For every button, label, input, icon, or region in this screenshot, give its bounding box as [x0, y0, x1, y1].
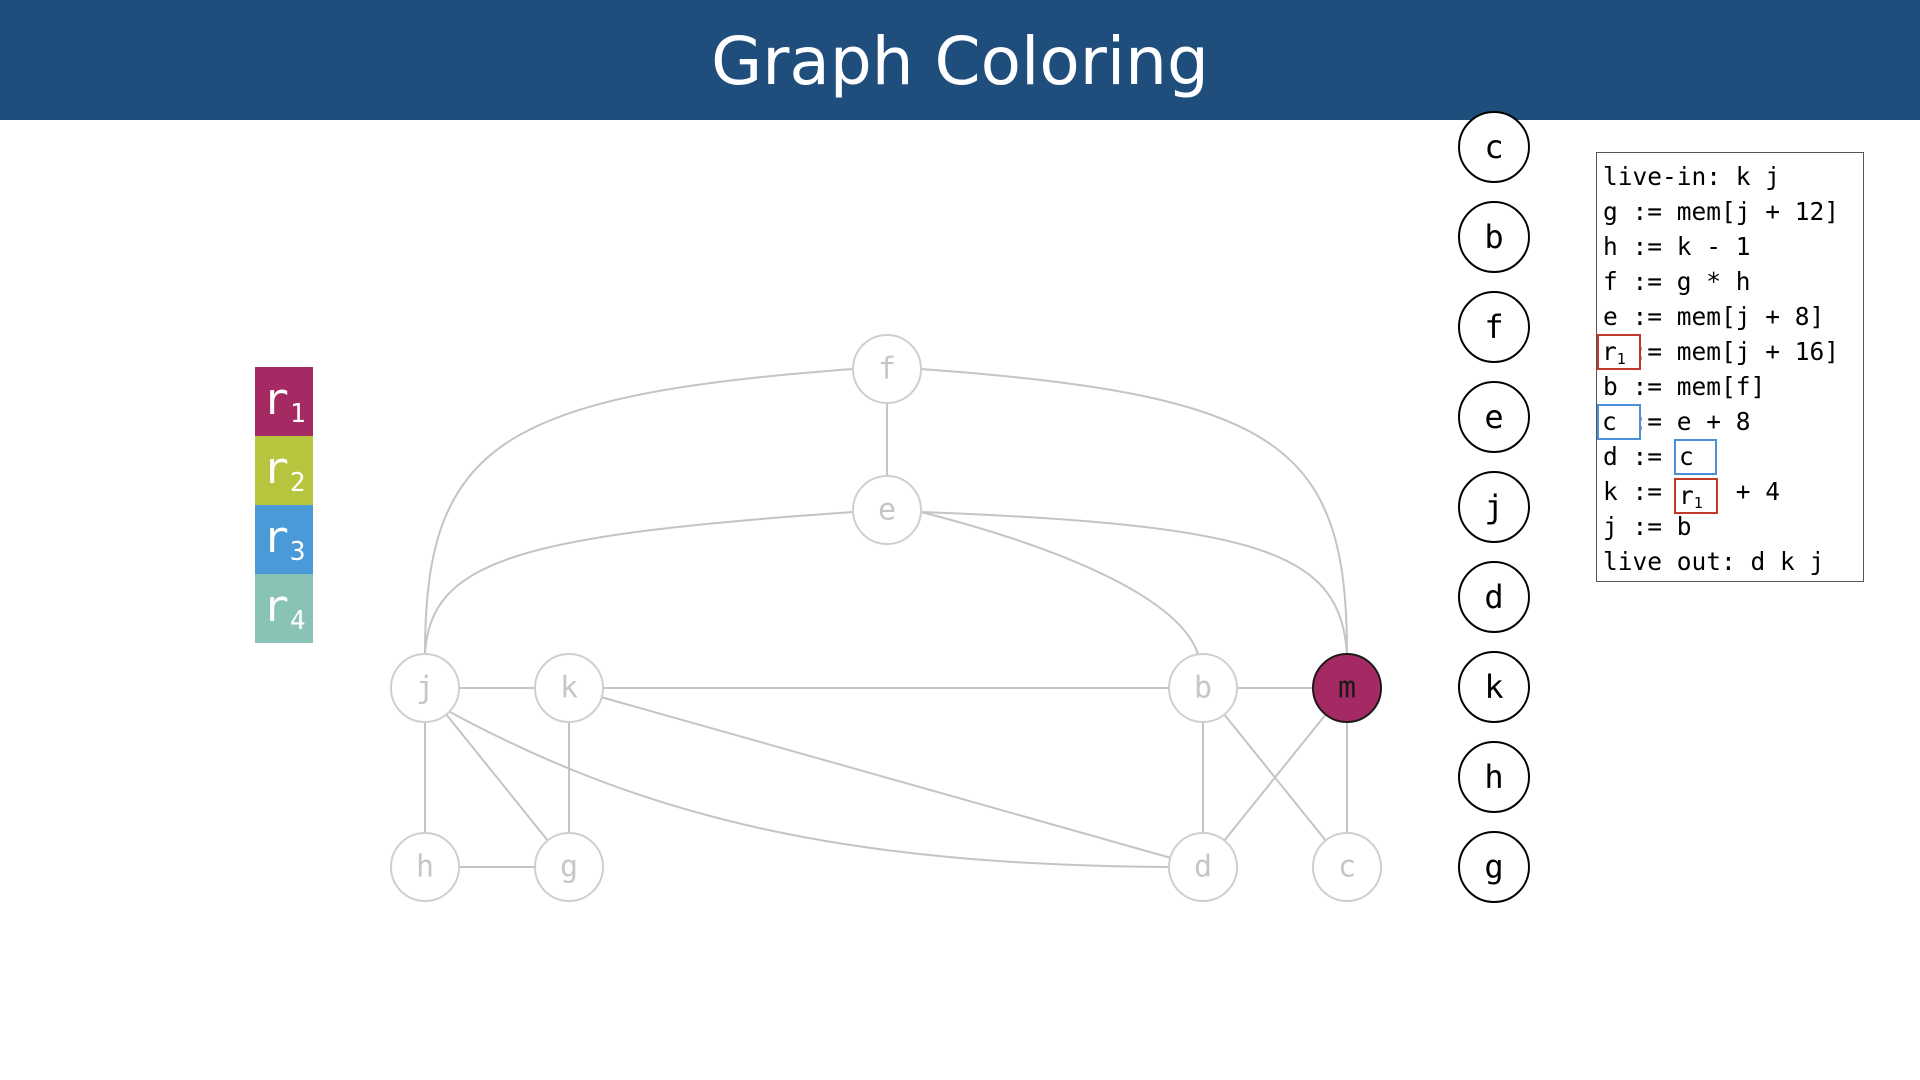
- slide-title: Graph Coloring: [711, 23, 1209, 100]
- stack-node-h: h: [1458, 741, 1530, 813]
- node-label-f: f: [878, 352, 896, 387]
- register-highlight-def: r1: [1597, 334, 1641, 370]
- node-label-g: g: [560, 850, 578, 885]
- edge-k-d: [601, 696, 1171, 859]
- edge-j-d: [449, 711, 1170, 868]
- graph-node-g: g: [534, 832, 604, 902]
- node-circle-b: [1168, 653, 1238, 723]
- stack-label-e: e: [1484, 398, 1503, 436]
- stack-circle-k: [1458, 651, 1530, 723]
- code-line-2: g := mem[j + 12]: [1603, 197, 1840, 226]
- stack-node-b: b: [1458, 201, 1530, 273]
- node-label-e: e: [878, 493, 896, 528]
- stack-circle-h: [1458, 741, 1530, 813]
- stack-label-d: d: [1484, 578, 1503, 616]
- stack-node-c: c: [1458, 111, 1530, 183]
- stack-label-c: c: [1484, 128, 1503, 166]
- stack-circle-b: [1458, 201, 1530, 273]
- register-swatch-r4: r4: [255, 574, 313, 643]
- code-listing: live-in: k j g := mem[j + 12] h := k - 1…: [1596, 152, 1864, 582]
- register-highlight-use: r1: [1674, 478, 1718, 514]
- edge-f-m: [920, 368, 1348, 655]
- code-line-4: f := g * h: [1603, 267, 1751, 296]
- code-line-1: live-in: k j: [1603, 162, 1781, 191]
- stack-label-h: h: [1484, 758, 1503, 796]
- edge-m-d: [1223, 713, 1327, 842]
- edge-f-j: [424, 368, 854, 655]
- stack-label-f: f: [1484, 308, 1503, 346]
- node-label-j: j: [416, 671, 434, 706]
- stack-circle-d: [1458, 561, 1530, 633]
- graph-node-c: c: [1312, 832, 1382, 902]
- code-line-5: e := mem[j + 8]: [1603, 302, 1825, 331]
- node-label-h: h: [416, 850, 434, 885]
- node-label-d: d: [1194, 850, 1212, 885]
- edge-e-j: [424, 511, 854, 655]
- graph-nodes: f e j k b m h g d c: [390, 334, 1382, 902]
- graph-node-k: k: [534, 653, 604, 723]
- graph-node-d: d: [1168, 832, 1238, 902]
- graph-node-h: h: [390, 832, 460, 902]
- stack-node-f: f: [1458, 291, 1530, 363]
- c-highlight-def: c: [1597, 404, 1641, 440]
- node-circle-c: [1312, 832, 1382, 902]
- node-label-k: k: [560, 671, 578, 706]
- node-circle-d: [1168, 832, 1238, 902]
- node-circle-f: [852, 334, 922, 404]
- node-circle-e: [852, 475, 922, 545]
- c-highlight-use: c: [1674, 439, 1717, 475]
- stack-node-j: j: [1458, 471, 1530, 543]
- edge-j-g: [445, 713, 549, 842]
- node-circle-g: [534, 832, 604, 902]
- stack-node-k: k: [1458, 651, 1530, 723]
- stack-label-j: j: [1484, 488, 1503, 526]
- graph-node-j: j: [390, 653, 460, 723]
- node-circle-h: [390, 832, 460, 902]
- register-swatch-r2: r2: [255, 436, 313, 505]
- stack-circle-f: [1458, 291, 1530, 363]
- stack-node-e: e: [1458, 381, 1530, 453]
- stack-node-g: g: [1458, 831, 1530, 903]
- code-line-9: d :=c: [1603, 439, 1863, 475]
- stack-circle-j: [1458, 471, 1530, 543]
- node-label-m: m: [1338, 671, 1356, 706]
- node-label-b: b: [1194, 671, 1212, 706]
- edge-e-m: [920, 511, 1348, 655]
- graph-node-f: f: [852, 334, 922, 404]
- node-label-c: c: [1338, 850, 1356, 885]
- stack-circle-e: [1458, 381, 1530, 453]
- graph-node-e: e: [852, 475, 922, 545]
- register-swatch-r3: r3: [255, 505, 313, 574]
- code-line-6: := mem[j + 16]r1: [1597, 334, 1863, 370]
- stack-circle-g: [1458, 831, 1530, 903]
- graph-node-b: b: [1168, 653, 1238, 723]
- stack-label-k: k: [1484, 668, 1503, 706]
- stack-label-b: b: [1484, 218, 1503, 256]
- register-legend: r1 r2 r3 r4: [255, 367, 313, 643]
- edge-e-b: [920, 511, 1199, 655]
- code-line-12: live out: d k j: [1603, 547, 1825, 576]
- stack-label-g: g: [1484, 848, 1503, 886]
- graph-edges: [424, 368, 1348, 868]
- stack-node-d: d: [1458, 561, 1530, 633]
- node-circle-m: [1312, 653, 1382, 723]
- node-circle-j: [390, 653, 460, 723]
- register-swatch-r1: r1: [255, 367, 313, 436]
- node-circle-k: [534, 653, 604, 723]
- graph-node-m: m: [1312, 653, 1382, 723]
- code-line-3: h := k - 1: [1603, 232, 1751, 261]
- stack-circle-c: [1458, 111, 1530, 183]
- code-line-7: b := mem[f]: [1603, 372, 1766, 401]
- node-stack: c b f e j d k h g: [1458, 111, 1530, 903]
- title-bar: Graph Coloring: [0, 0, 1920, 120]
- code-line-11: j := b: [1603, 512, 1692, 541]
